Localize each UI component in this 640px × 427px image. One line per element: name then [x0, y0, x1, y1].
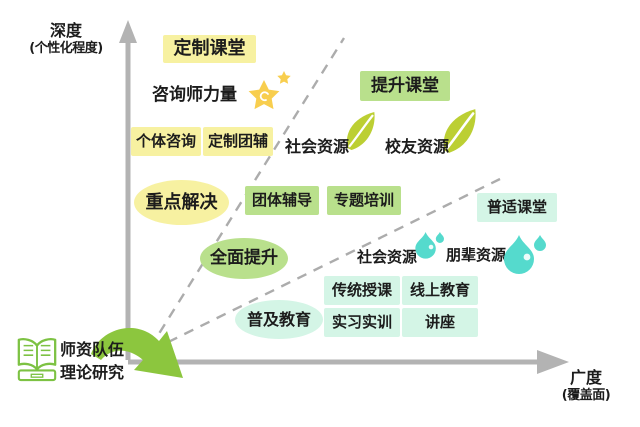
- y-axis-subtitle: (个性化程度): [29, 41, 103, 56]
- x-axis-title: 广度: [569, 368, 602, 387]
- traditional-teaching-box: 传统授课: [324, 276, 400, 305]
- y-axis-label: 深度 (个性化程度): [6, 21, 126, 57]
- y-axis: [119, 20, 137, 360]
- lecture-box: 讲座: [402, 308, 478, 337]
- custom-classroom-box: 定制课堂: [163, 35, 256, 63]
- book-icon: [17, 338, 57, 382]
- water-drop-icon: [415, 232, 444, 259]
- overall-improve-ellipse: 全面提升: [200, 238, 288, 279]
- alumni-resource-label: 校友资源: [385, 137, 450, 156]
- internship-training-box: 实习实训: [324, 308, 400, 337]
- faculty-team-label: 师资队伍: [60, 340, 125, 359]
- y-axis-title: 深度: [49, 21, 82, 40]
- leaf-icon: [443, 109, 476, 153]
- foundation-arrow-icon: [91, 327, 183, 378]
- individual-counseling-box: 个体咨询: [131, 127, 201, 156]
- star-icon: [248, 71, 291, 110]
- online-education-box: 线上教育: [402, 276, 478, 305]
- theory-research-label: 理论研究: [60, 363, 125, 382]
- popular-education-ellipse: 普及教育: [235, 300, 323, 339]
- water-drop-icon: [504, 235, 546, 274]
- custom-group-coaching-box: 定制团辅: [203, 127, 273, 156]
- key-resolution-ellipse: 重点解决: [134, 180, 229, 225]
- x-axis: [128, 350, 569, 374]
- improve-classroom-box: 提升课堂: [360, 71, 450, 101]
- x-axis-label: 广度 (覆盖面): [544, 368, 628, 404]
- social-resource-lower-label: 社会资源: [357, 248, 418, 266]
- consultant-power-label: 咨询师力量: [152, 85, 237, 105]
- special-training-box: 专题培训: [327, 186, 401, 215]
- peer-resource-label: 朋辈资源: [446, 246, 507, 264]
- x-axis-subtitle: (覆盖面): [561, 388, 611, 403]
- leaf-icon: [346, 112, 375, 150]
- social-resource-upper-label: 社会资源: [285, 137, 350, 156]
- group-coaching-box: 团体辅导: [245, 186, 319, 215]
- universal-classroom-box: 普适课堂: [477, 193, 557, 222]
